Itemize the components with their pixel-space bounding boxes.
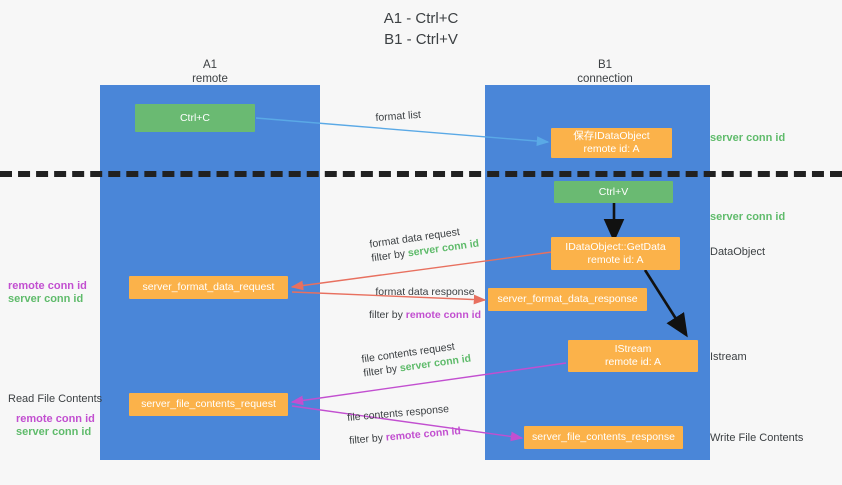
node-getdata-line1: IDataObject::GetData (565, 240, 666, 253)
left-label-remote-conn-id-mid: remote conn id (8, 280, 87, 292)
arrow-label-format-data-response-filter: filter by remote conn id (340, 308, 510, 322)
node-server-format-data-request[interactable]: server_format_data_request (129, 276, 288, 299)
node-server-file-contents-request-label: server_file_contents_request (141, 398, 276, 410)
node-server-file-contents-request[interactable]: server_file_contents_request (129, 393, 288, 416)
arrow-getdata-to-istream (643, 269, 688, 338)
left-label-read-file-contents: Read File Contents (8, 393, 103, 405)
title-line-2: B1 - Ctrl+V (384, 31, 458, 48)
node-save-idataobject[interactable]: 保存IDataObject remote id: A (551, 128, 672, 158)
node-ctrl-c[interactable]: Ctrl+C (135, 104, 255, 132)
node-ctrl-c-label: Ctrl+C (179, 111, 211, 124)
right-label-server-conn-id-top: server conn id (710, 132, 786, 144)
filter-value-remote-conn-id: remote conn id (405, 309, 482, 321)
diagram-title: A1 - Ctrl+C B1 - Ctrl+V (0, 8, 842, 50)
arrow-label-format-data-response-group: format data response filter by remote co… (340, 285, 510, 322)
column-a1-name: A1 (202, 59, 218, 71)
column-header-a1: A1 remote (120, 58, 300, 86)
phase-separator (0, 171, 842, 177)
column-a1-subtitle: remote (192, 73, 228, 85)
arrow-file-contents-response (291, 405, 524, 442)
arrow-format-data-request (290, 251, 553, 291)
arrow-file-contents-request (290, 362, 567, 406)
node-server-format-data-response-label: server_format_data_response (497, 293, 638, 305)
node-istream-line2: remote id: A (604, 356, 662, 368)
column-header-b1: B1 connection (515, 58, 695, 86)
node-ctrl-v-label: Ctrl+V (598, 185, 629, 198)
column-b1-name: B1 (597, 59, 613, 71)
node-server-file-contents-response[interactable]: server_file_contents_response (524, 426, 683, 449)
arrow-format-list (255, 117, 550, 146)
node-getdata-line2: remote id: A (587, 253, 644, 266)
node-ctrl-v[interactable]: Ctrl+V (554, 181, 673, 203)
left-label-server-conn-id-bottom: server conn id (16, 426, 92, 438)
node-save-idataobject-line2: remote id: A (583, 143, 640, 155)
node-save-idataobject-line1: 保存IDataObject (573, 130, 650, 142)
node-getdata[interactable]: IDataObject::GetData remote id: A (551, 237, 680, 270)
right-label-istream: Istream (710, 351, 747, 363)
title-line-1: A1 - Ctrl+C (383, 10, 459, 27)
left-label-remote-conn-id-bottom: remote conn id (16, 413, 95, 425)
column-b1-subtitle: connection (577, 73, 633, 85)
node-server-format-data-response[interactable]: server_format_data_response (488, 288, 647, 311)
right-label-server-conn-id-mid: server conn id (710, 211, 786, 223)
node-server-file-contents-response-label: server_file_contents_response (531, 431, 675, 443)
arrow-label-format-data-response: format data response (375, 286, 475, 298)
left-label-server-conn-id-mid: server conn id (8, 293, 84, 305)
node-server-format-data-request-label: server_format_data_request (142, 281, 275, 293)
right-label-write-file-contents: Write File Contents (710, 432, 804, 444)
filter-prefix: filter by (368, 309, 406, 321)
node-istream[interactable]: IStream remote id: A (568, 340, 698, 372)
node-istream-line1: IStream (614, 343, 652, 355)
filter-prefix: filter by (348, 431, 387, 447)
right-label-dataobject: DataObject (710, 246, 766, 258)
arrow-format-data-response (291, 291, 487, 305)
